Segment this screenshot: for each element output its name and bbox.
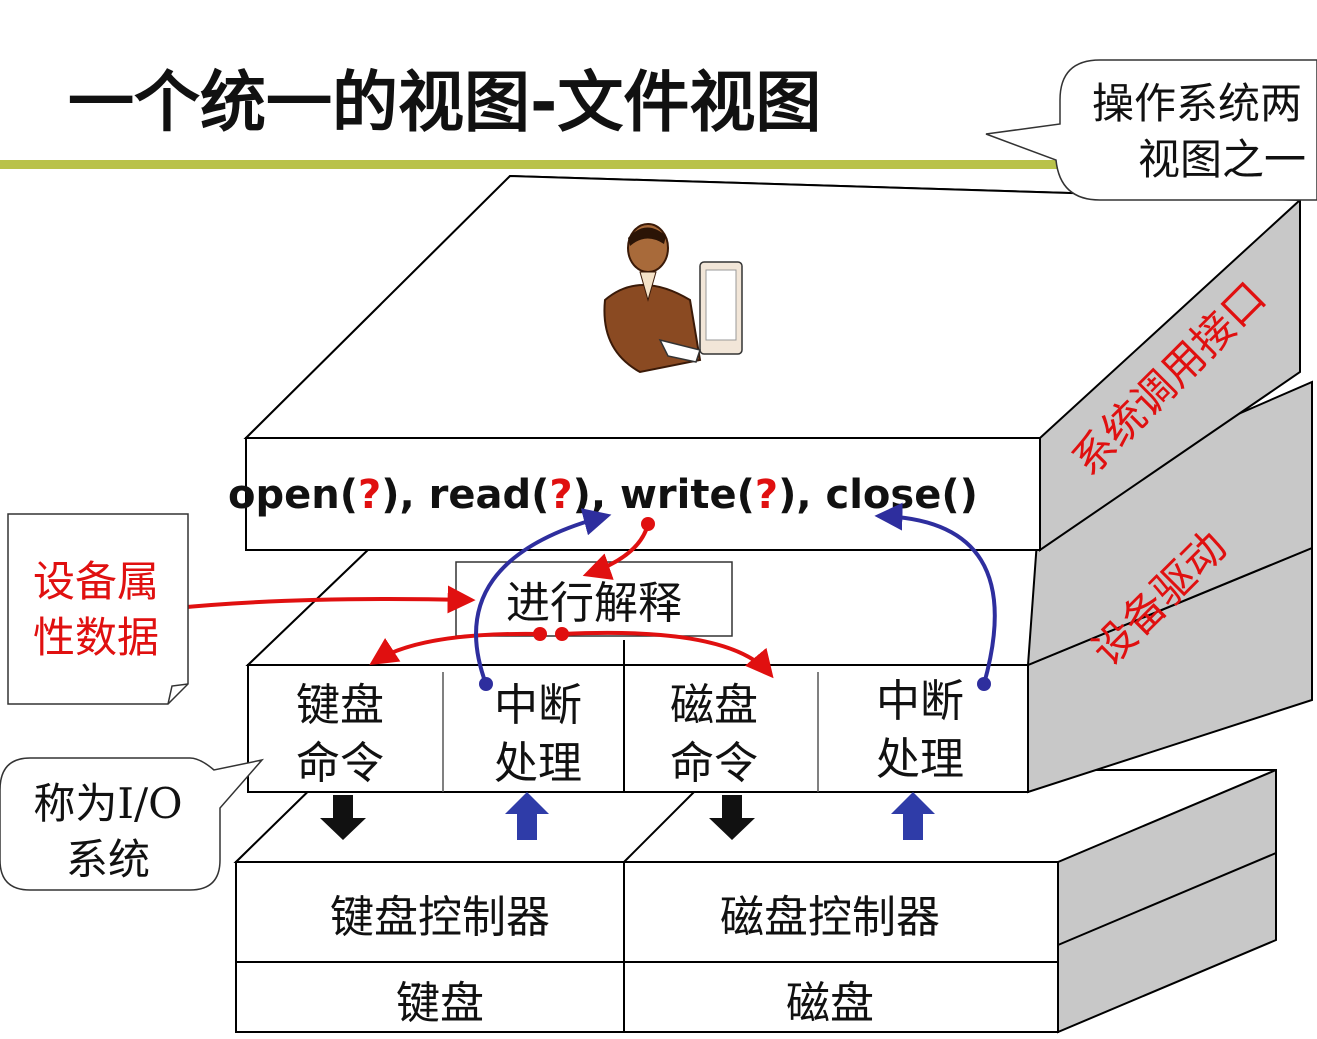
driver-cell-1-line1: 键盘	[296, 680, 384, 731]
down-arrow-keyboard	[320, 795, 366, 840]
interpret-label: 进行解释	[506, 578, 682, 629]
arrow-interpret-to-disk-cmd	[561, 630, 774, 679]
fn-close: ), close()	[778, 472, 978, 518]
driver-cell-1-line2: 命令	[296, 738, 384, 789]
arrow-syscall-to-interpret	[582, 523, 650, 580]
person-at-computer-icon	[603, 223, 743, 374]
fn-write: ), write(	[573, 472, 755, 518]
syscall-functions: open(?), read(?), write(?), close()	[228, 472, 978, 518]
fn-open: open(	[228, 472, 358, 518]
driver-cell-4-line1: 中断	[876, 676, 964, 727]
fn-read: ), read(	[381, 472, 549, 518]
up-arrow-interrupt-1	[505, 792, 549, 840]
device-attr-note-shape	[7, 513, 189, 705]
page-title: 一个统一的视图-文件视图	[68, 64, 821, 141]
driver-cell-3-line2: 命令	[670, 738, 758, 789]
os-views-callout-bubble	[985, 59, 1317, 201]
io-callout-line1: 称为I/O	[33, 779, 182, 828]
arrow-attr-to-interpret	[175, 585, 476, 614]
arrow-interrupt-to-close	[874, 502, 997, 685]
device-attr-line1: 设备属	[33, 557, 159, 606]
arrow-interpret-to-keyboard-cmd	[369, 631, 541, 666]
driver-cell-3-line1: 磁盘	[670, 680, 758, 731]
os-views-callout-line2: 视图之一	[1138, 135, 1306, 184]
io-callout-bubble	[0, 757, 265, 891]
arrow-interrupt-to-read	[474, 508, 612, 685]
disk-label: 磁盘	[786, 978, 874, 1029]
device-attr-line2: 性数据	[33, 613, 159, 662]
open-param: ?	[358, 472, 381, 518]
driver-cell-4-line2: 处理	[876, 734, 964, 785]
write-param: ?	[755, 472, 778, 518]
up-arrow-interrupt-2	[891, 792, 935, 840]
down-arrow-disk	[709, 795, 755, 840]
os-views-callout-line1: 操作系统两	[1092, 79, 1302, 128]
disk-controller-label: 磁盘控制器	[720, 892, 940, 943]
syscall-layer	[243, 174, 1303, 552]
driver-cell-2-line2: 处理	[494, 738, 582, 789]
keyboard-label: 键盘	[396, 978, 484, 1029]
io-callout-line2: 系统	[66, 835, 150, 884]
driver-cell-2-line1: 中断	[494, 680, 582, 731]
title-rule	[0, 160, 1317, 169]
keyboard-controller-label: 键盘控制器	[330, 892, 550, 943]
read-param: ?	[549, 472, 572, 518]
